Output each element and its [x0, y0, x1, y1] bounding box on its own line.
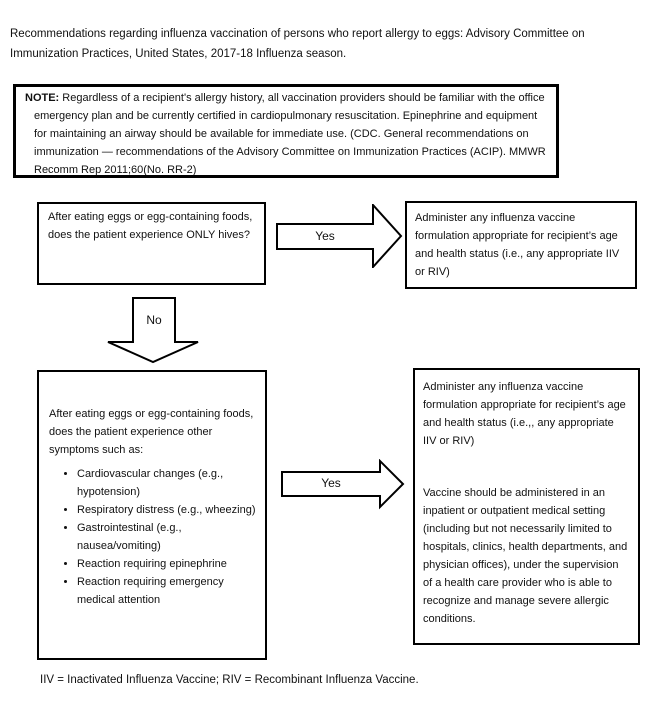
yes-arrow-2 — [281, 459, 405, 510]
question2-box: After eating eggs or egg-containing food… — [37, 370, 267, 660]
symptom-item: Reaction requiring emergency medical att… — [77, 573, 260, 609]
outcome1-box: Administer any influenza vaccine formula… — [405, 201, 637, 289]
footnote: IIV = Inactivated Influenza Vaccine; RIV… — [40, 674, 419, 686]
question1-box: After eating eggs or egg-containing food… — [37, 202, 266, 285]
block-arrow-down-icon — [107, 297, 199, 364]
yes-arrow-1 — [276, 204, 403, 268]
outcome1-text: Administer any influenza vaccine formula… — [415, 212, 620, 278]
symptom-item: Cardiovascular changes (e.g., hypotensio… — [77, 465, 260, 501]
yes1-label: Yes — [315, 229, 335, 243]
symptom-list: Cardiovascular changes (e.g., hypotensio… — [49, 465, 260, 609]
outcome2-para1: Administer any influenza vaccine formula… — [423, 381, 626, 447]
no-arrow — [107, 297, 200, 364]
note-text: Regardless of a recipient's allergy hist… — [34, 92, 546, 176]
page-title: Recommendations regarding influenza vacc… — [10, 28, 585, 60]
no-label: No — [146, 313, 162, 327]
symptom-item: Respiratory distress (e.g., wheezing) — [77, 501, 260, 519]
note-box: NOTE: Regardless of a recipient's allerg… — [13, 84, 559, 178]
outcome2-para2: Vaccine should be administered in an inp… — [423, 487, 628, 625]
note-label: NOTE: — [25, 92, 60, 104]
symptom-item: Reaction requiring epinephrine — [77, 555, 260, 573]
block-arrow-right-icon — [276, 204, 403, 268]
question1-text: After eating eggs or egg-containing food… — [48, 211, 253, 241]
symptom-item: Gastrointestinal (e.g., nausea/vomiting) — [77, 519, 260, 555]
yes2-label: Yes — [321, 476, 341, 490]
block-arrow-right-icon — [281, 459, 405, 510]
outcome2-box: Administer any influenza vaccine formula… — [413, 368, 640, 645]
question2-intro: After eating eggs or egg-containing food… — [49, 408, 254, 456]
